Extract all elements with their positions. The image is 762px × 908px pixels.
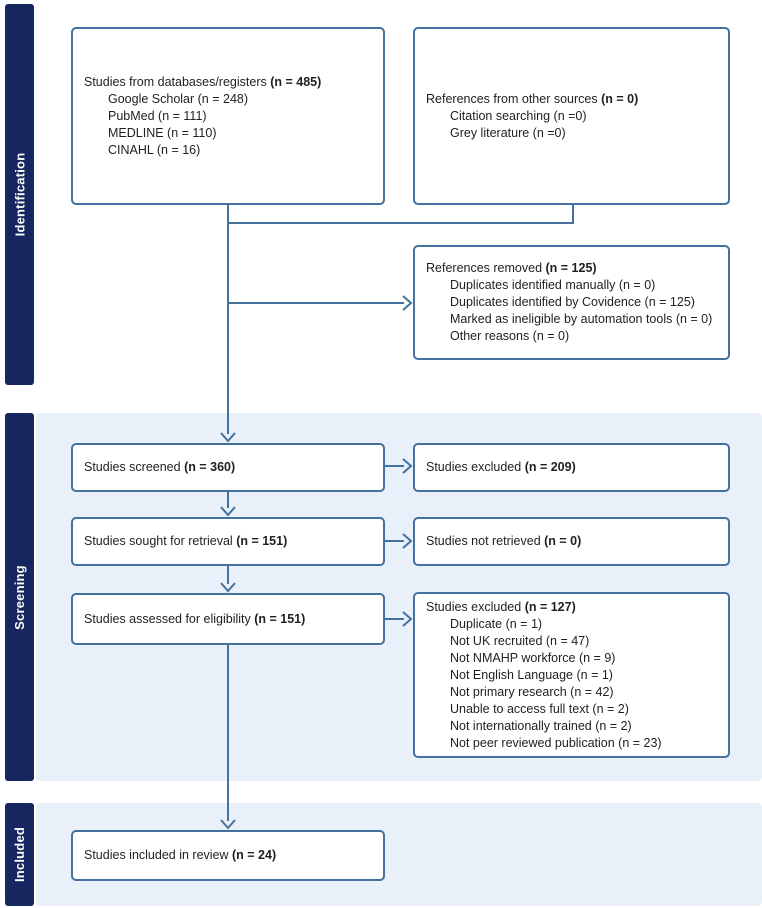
connector-other-sources-merge xyxy=(228,205,574,224)
box-item-list: Citation searching (n =0) Grey literature… xyxy=(426,108,720,142)
included-stage-label-text: Included xyxy=(12,826,27,883)
box-item: Other reasons (n = 0) xyxy=(450,329,570,343)
identification-stage-label: Identification xyxy=(5,4,34,385)
box-title: Studies from databases/registers (n = 48… xyxy=(84,74,375,91)
box-title-text: References removed xyxy=(426,261,543,275)
box-studies-from-databases: Studies from databases/registers (n = 48… xyxy=(71,27,385,205)
identification-stage-label-text: Identification xyxy=(12,152,28,237)
box-references-removed: References removed (n = 125) Duplicates … xyxy=(413,245,730,360)
box-studies-excluded-eligibility: Studies excluded (n = 127) Duplicate (n … xyxy=(413,592,730,758)
box-title-text: Studies not retrieved xyxy=(426,534,541,548)
box-item: Not internationally trained (n = 2) xyxy=(450,718,632,733)
box-title-count: (n = 151) xyxy=(236,534,288,548)
box-title: Studies screened (n = 360) xyxy=(84,459,375,476)
box-studies-excluded-screening: Studies excluded (n = 209) xyxy=(413,443,730,492)
box-item: Grey literature (n =0) xyxy=(450,125,566,140)
box-item: Marked as ineligible by automation tools… xyxy=(450,312,713,326)
box-title-count: (n = 125) xyxy=(545,261,597,275)
box-item: Duplicates identified manually (n = 0) xyxy=(450,278,656,292)
box-studies-included: Studies included in review (n = 24) xyxy=(71,830,385,881)
box-item: CINAHL (n = 16) xyxy=(108,142,201,157)
box-title: Studies excluded (n = 127) xyxy=(426,599,720,616)
box-title-text: Studies assessed for eligibility xyxy=(84,611,251,626)
box-item: Citation searching (n =0) xyxy=(450,108,587,123)
arrowhead-right-references-removed-icon xyxy=(402,295,413,311)
box-item: Not peer reviewed publication (n = 23) xyxy=(450,735,662,750)
box-item: Unable to access full text (n = 2) xyxy=(450,701,629,716)
box-title: Studies assessed for eligibility (n = 15… xyxy=(84,611,375,628)
box-item: Not English Language (n = 1) xyxy=(450,667,613,682)
box-item: MEDLINE (n = 110) xyxy=(108,125,217,140)
box-title-count: (n = 0) xyxy=(601,91,639,106)
screening-stage-label-text: Screening xyxy=(12,564,27,630)
box-title-text: Studies excluded xyxy=(426,460,522,474)
box-title-text: Studies included in review xyxy=(84,848,229,862)
box-title-count: (n = 360) xyxy=(184,460,236,474)
box-title-count: (n = 0) xyxy=(544,534,582,548)
box-studies-sought: Studies sought for retrieval (n = 151) xyxy=(71,517,385,566)
box-item: Not NMAHP workforce (n = 9) xyxy=(450,650,616,665)
box-title-text: Studies from databases/registers xyxy=(84,74,267,89)
box-title-text: Studies screened xyxy=(84,460,181,474)
box-item: Duplicate (n = 1) xyxy=(450,616,543,631)
box-title-text: Studies excluded xyxy=(426,599,522,614)
box-title-count: (n = 127) xyxy=(524,599,576,614)
box-title: References removed (n = 125) xyxy=(426,260,720,277)
box-item: Not primary research (n = 42) xyxy=(450,684,614,699)
box-title-count: (n = 209) xyxy=(524,460,576,474)
box-title-text: Studies sought for retrieval xyxy=(84,534,233,548)
box-title-count: (n = 24) xyxy=(232,848,277,862)
box-title-count: (n = 151) xyxy=(254,611,306,626)
box-item: Not UK recruited (n = 47) xyxy=(450,633,590,648)
screening-stage-label: Screening xyxy=(5,413,34,781)
box-item-list: Duplicate (n = 1) Not UK recruited (n = 4… xyxy=(426,616,720,752)
box-studies-assessed: Studies assessed for eligibility (n = 15… xyxy=(71,593,385,645)
box-references-other-sources: References from other sources (n = 0) Ci… xyxy=(413,27,730,205)
box-title-text: References from other sources xyxy=(426,91,598,106)
box-title: Studies included in review (n = 24) xyxy=(84,847,375,864)
box-title: References from other sources (n = 0) xyxy=(426,91,720,108)
box-title: Studies sought for retrieval (n = 151) xyxy=(84,533,375,550)
box-item: Google Scholar (n = 248) xyxy=(108,91,249,106)
included-stage-label: Included xyxy=(5,803,34,906)
box-studies-not-retrieved: Studies not retrieved (n = 0) xyxy=(413,517,730,566)
box-item-list: Duplicates identified manually (n = 0) Du… xyxy=(426,277,720,345)
box-item: Duplicates identified by Covidence (n = … xyxy=(450,295,695,309)
box-title: Studies excluded (n = 209) xyxy=(426,459,720,476)
box-studies-screened: Studies screened (n = 360) xyxy=(71,443,385,492)
box-item: PubMed (n = 111) xyxy=(108,108,207,123)
box-title-count: (n = 485) xyxy=(270,74,322,89)
box-item-list: Google Scholar (n = 248) PubMed (n = 111)… xyxy=(84,91,375,159)
box-title: Studies not retrieved (n = 0) xyxy=(426,533,720,550)
